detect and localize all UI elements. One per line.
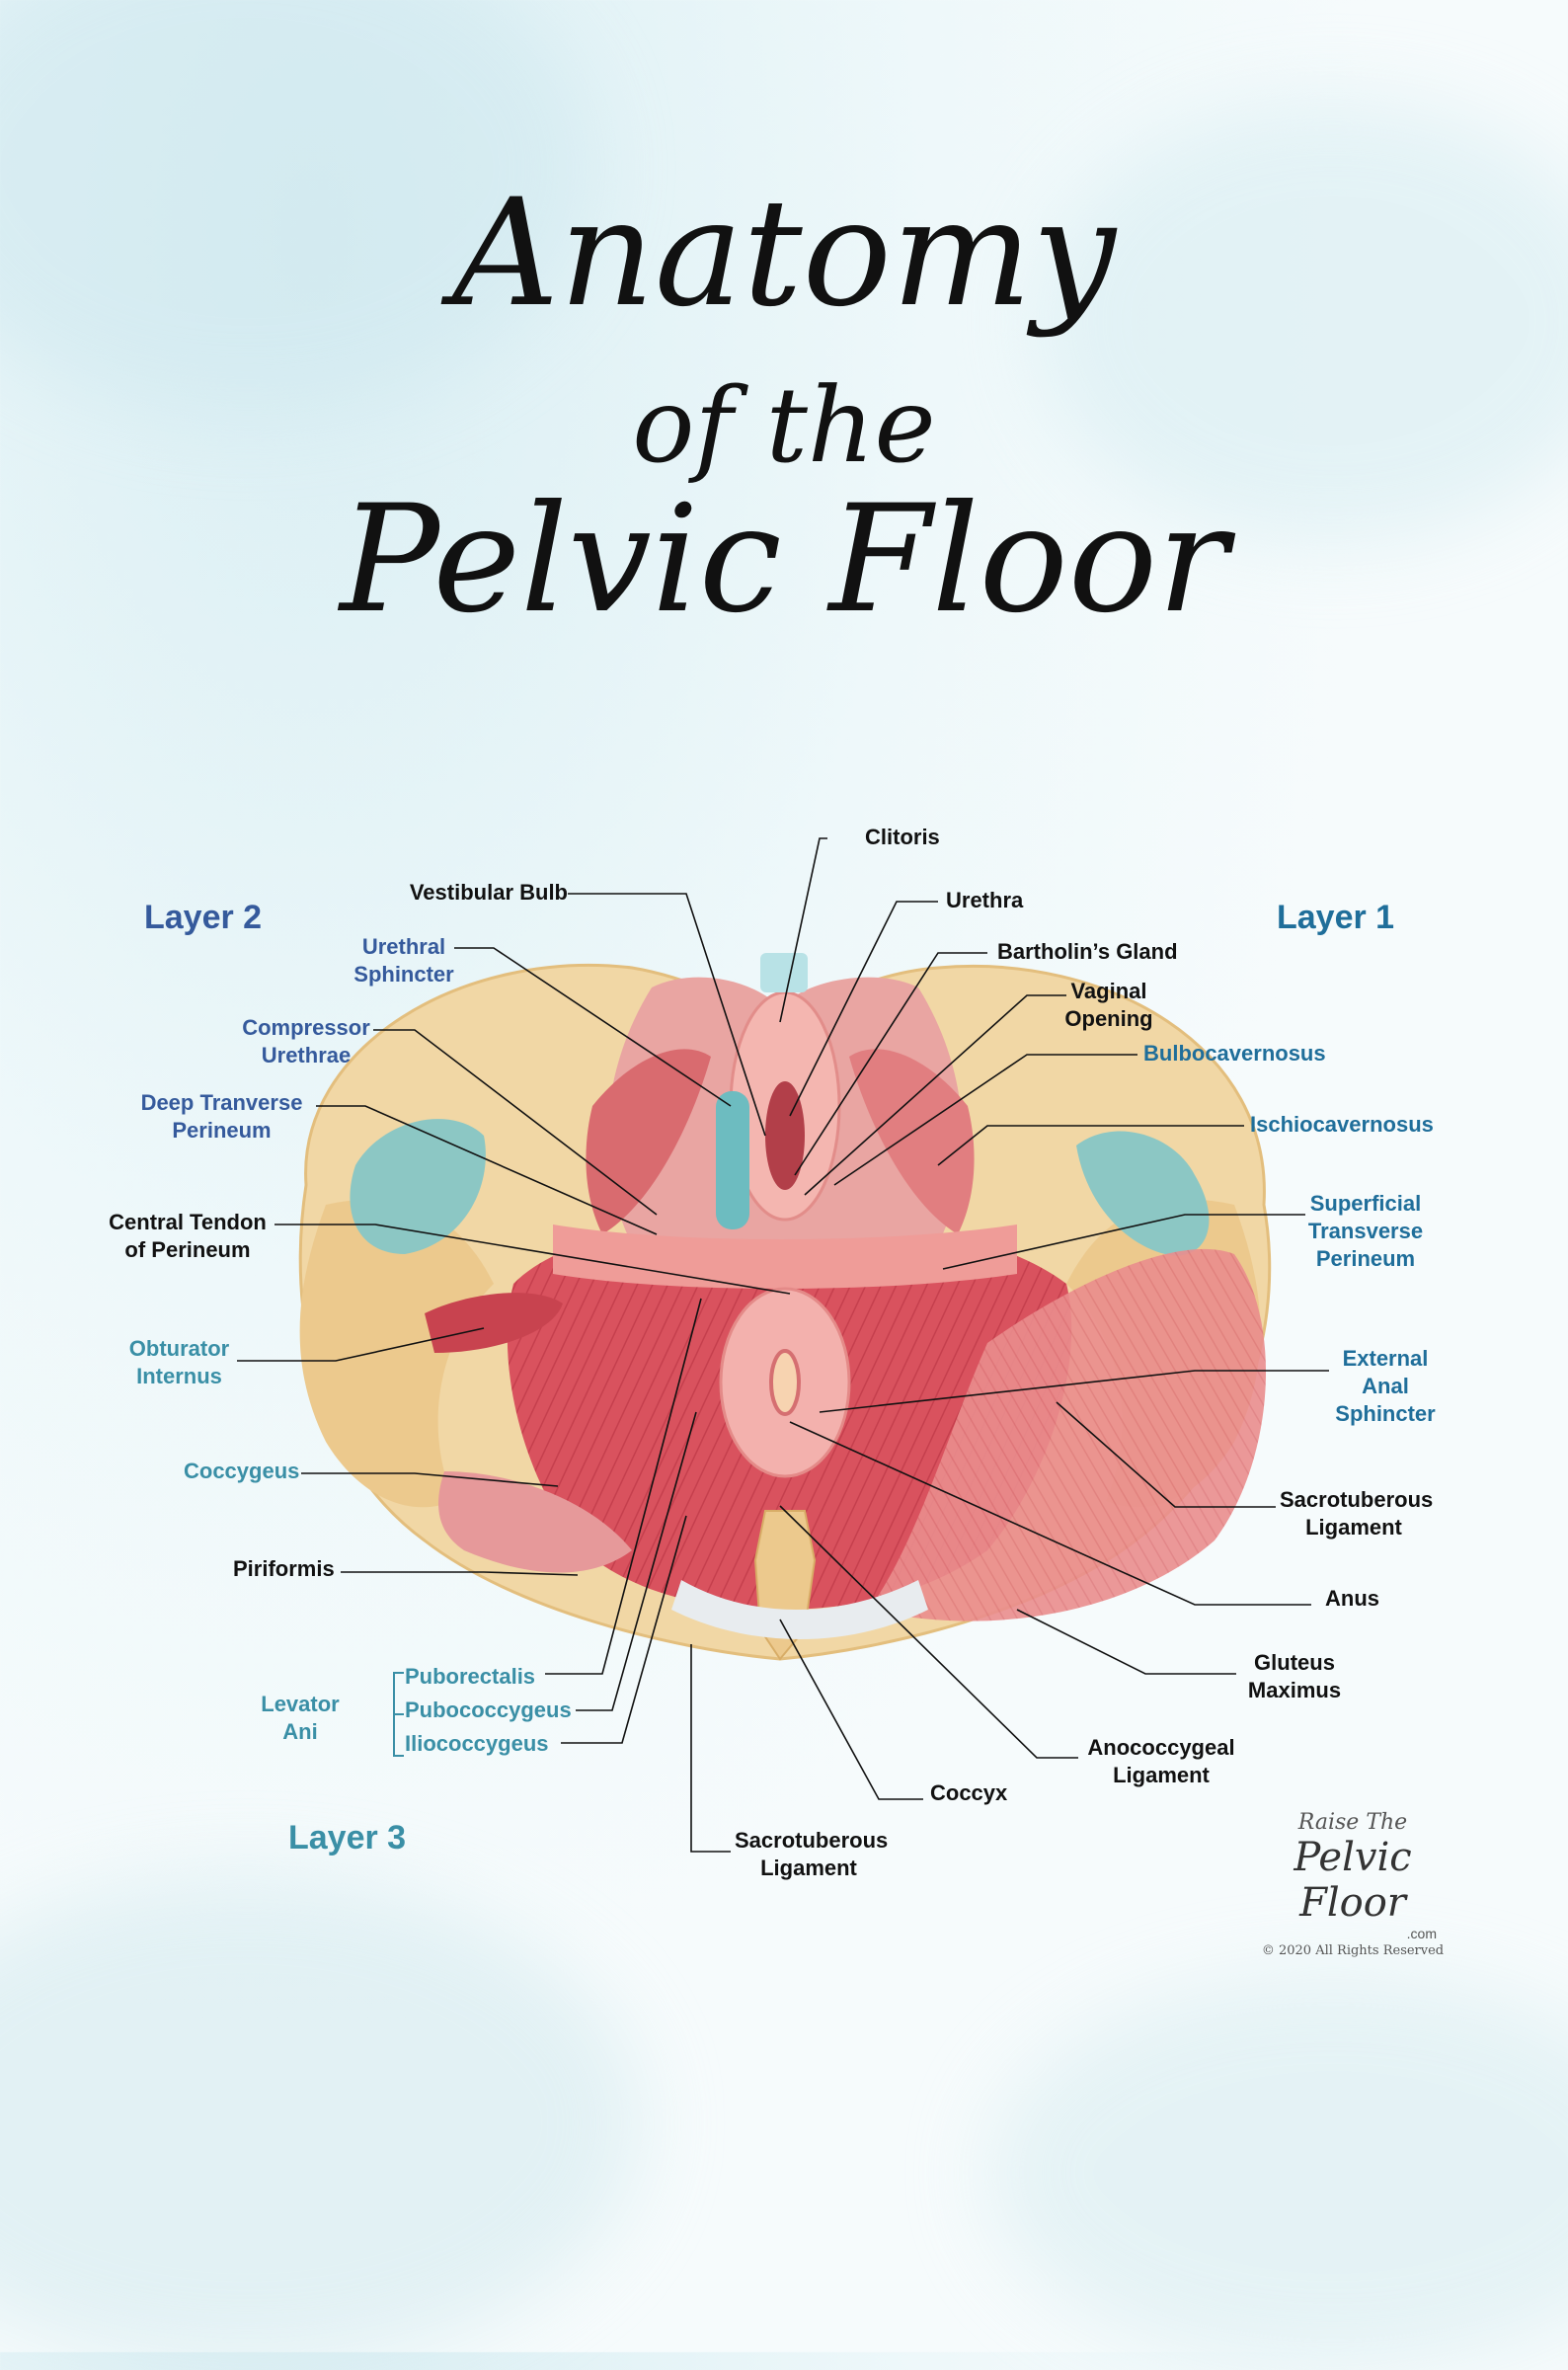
brand-logo: Raise The Pelvic Floor .com © 2020 All R… (1239, 1792, 1466, 1980)
label-obturator-internus: Obturator Internus (122, 1335, 236, 1390)
left-ischiocavernosus (586, 1049, 711, 1234)
label-bulbocavernosus: Bulbocavernosus (1143, 1041, 1326, 1066)
label-stb-line-1: Sacrotuberous (735, 1828, 889, 1853)
label-dtp-line-2: Perineum (172, 1118, 272, 1143)
label-sacrotuberous-ligament-right: Sacrotuberous Ligament (1280, 1486, 1434, 1541)
label-piriformis: Piriformis (233, 1556, 335, 1581)
title-line-2: of the (632, 365, 936, 486)
label-clitoris: Clitoris (865, 825, 940, 849)
gluteus-maximus (869, 1248, 1267, 1621)
label-oi-line-1: Obturator (128, 1336, 230, 1361)
left-ischial-cartilage (350, 1119, 486, 1254)
label-dtp-line-1: Deep Tranverse (140, 1090, 303, 1115)
label-levator-ani: Levator Ani (261, 1691, 340, 1746)
left-hip-bone (299, 1199, 494, 1508)
label-sacrotuberous-ligament-bottom: Sacrotuberous Ligament (735, 1827, 889, 1882)
label-coccyx: Coccyx (930, 1780, 1008, 1805)
logo-copyright: © 2020 All Rights Reserved (1261, 1943, 1445, 1958)
label-str-line-2: Ligament (1305, 1515, 1402, 1540)
right-ischial-cartilage (1076, 1131, 1210, 1256)
label-vaginal-opening-line-2: Opening (1064, 1006, 1153, 1031)
label-urethral-sphincter: Urethral Sphincter (350, 933, 458, 988)
label-us-line-2: Sphincter (353, 962, 454, 987)
logo-line-3: .com (1406, 1926, 1437, 1941)
label-pubococcygeus: Pubococcygeus (405, 1698, 572, 1722)
coccygeus-muscle (438, 1471, 632, 1573)
vaginal-opening (765, 1081, 805, 1190)
label-acl-line-1: Anococcygeal (1087, 1735, 1235, 1760)
levator-ani-bracket (393, 1672, 404, 1757)
label-central-tendon: Central Tendon of Perineum (99, 1209, 276, 1264)
title-line-1: Anatomy (452, 168, 1116, 340)
label-gm-line-2: Maximus (1247, 1678, 1342, 1702)
label-external-anal-sphincter: External Anal Sphincter (1331, 1345, 1440, 1428)
label-compressor-urethrae: Compressor Urethrae (237, 1014, 375, 1069)
label-urethra: Urethra (946, 888, 1024, 912)
label-anus: Anus (1325, 1586, 1379, 1611)
label-la-line-1: Levator (261, 1692, 340, 1716)
label-coccygeus: Coccygeus (184, 1459, 300, 1483)
label-gluteus-maximus: Gluteus Maximus (1240, 1649, 1349, 1704)
title-line-3: Pelvic Floor (340, 474, 1228, 646)
label-iliococcygeus: Iliococcygeus (405, 1731, 549, 1756)
label-str-line-1: Sacrotuberous (1280, 1487, 1434, 1512)
label-oi-line-2: Internus (136, 1364, 222, 1388)
right-ischiocavernosus (849, 1049, 975, 1234)
label-anococcygeal-ligament: Anococcygeal Ligament (1082, 1734, 1240, 1789)
obturator-internus-muscle (425, 1293, 563, 1353)
label-ischiocavernosus: Ischiocavernosus (1250, 1112, 1434, 1137)
layer-1-label: Layer 1 (1277, 899, 1395, 936)
anus (769, 1349, 801, 1416)
label-stb-line-2: Ligament (760, 1856, 857, 1880)
label-acl-line-2: Ligament (1113, 1763, 1210, 1787)
label-gm-line-1: Gluteus (1254, 1650, 1335, 1675)
leader-lines (237, 837, 1329, 1853)
logo-line-1: Raise The (1297, 1810, 1408, 1835)
pubic-symphysis (760, 953, 808, 992)
label-ct-line-2: of Perineum (124, 1237, 251, 1262)
label-superficial-transverse-perineum: Superficial Transverse Perineum (1301, 1190, 1430, 1273)
label-la-line-2: Ani (282, 1719, 318, 1744)
label-eas-line-2: Anal (1362, 1374, 1409, 1398)
layer-3-label: Layer 3 (288, 1819, 407, 1856)
label-bartholins-gland: Bartholin’s Gland (997, 939, 1178, 964)
superficial-transverse-band (553, 1224, 1017, 1289)
layer-2-label: Layer 2 (144, 899, 263, 936)
label-eas-line-3: Sphincter (1335, 1401, 1436, 1426)
label-ct-line-1: Central Tendon (109, 1210, 267, 1234)
label-stp-line-2: Transverse (1307, 1219, 1424, 1243)
label-vaginal-opening-line-1: Vaginal (1070, 979, 1147, 1003)
label-us-line-1: Urethral (361, 934, 446, 959)
label-eas-line-1: External (1342, 1346, 1429, 1371)
label-puborectalis: Puborectalis (405, 1664, 536, 1689)
label-vaginal-opening: Vaginal Opening (1064, 978, 1153, 1033)
urethral-sphincter-tube (716, 1091, 749, 1229)
label-stp-line-3: Perineum (1315, 1246, 1416, 1271)
label-vestibular-bulb: Vestibular Bulb (409, 880, 568, 905)
label-cu-line-2: Urethrae (261, 1043, 352, 1067)
logo-line-2: Pelvic Floor (1294, 1835, 1412, 1926)
sacrotuberous-band (671, 1580, 928, 1639)
label-stp-line-1: Superficial (1309, 1191, 1422, 1216)
label-deep-transverse-perineum: Deep Tranverse Perineum (130, 1089, 313, 1145)
label-cu-line-1: Compressor (242, 1015, 370, 1040)
